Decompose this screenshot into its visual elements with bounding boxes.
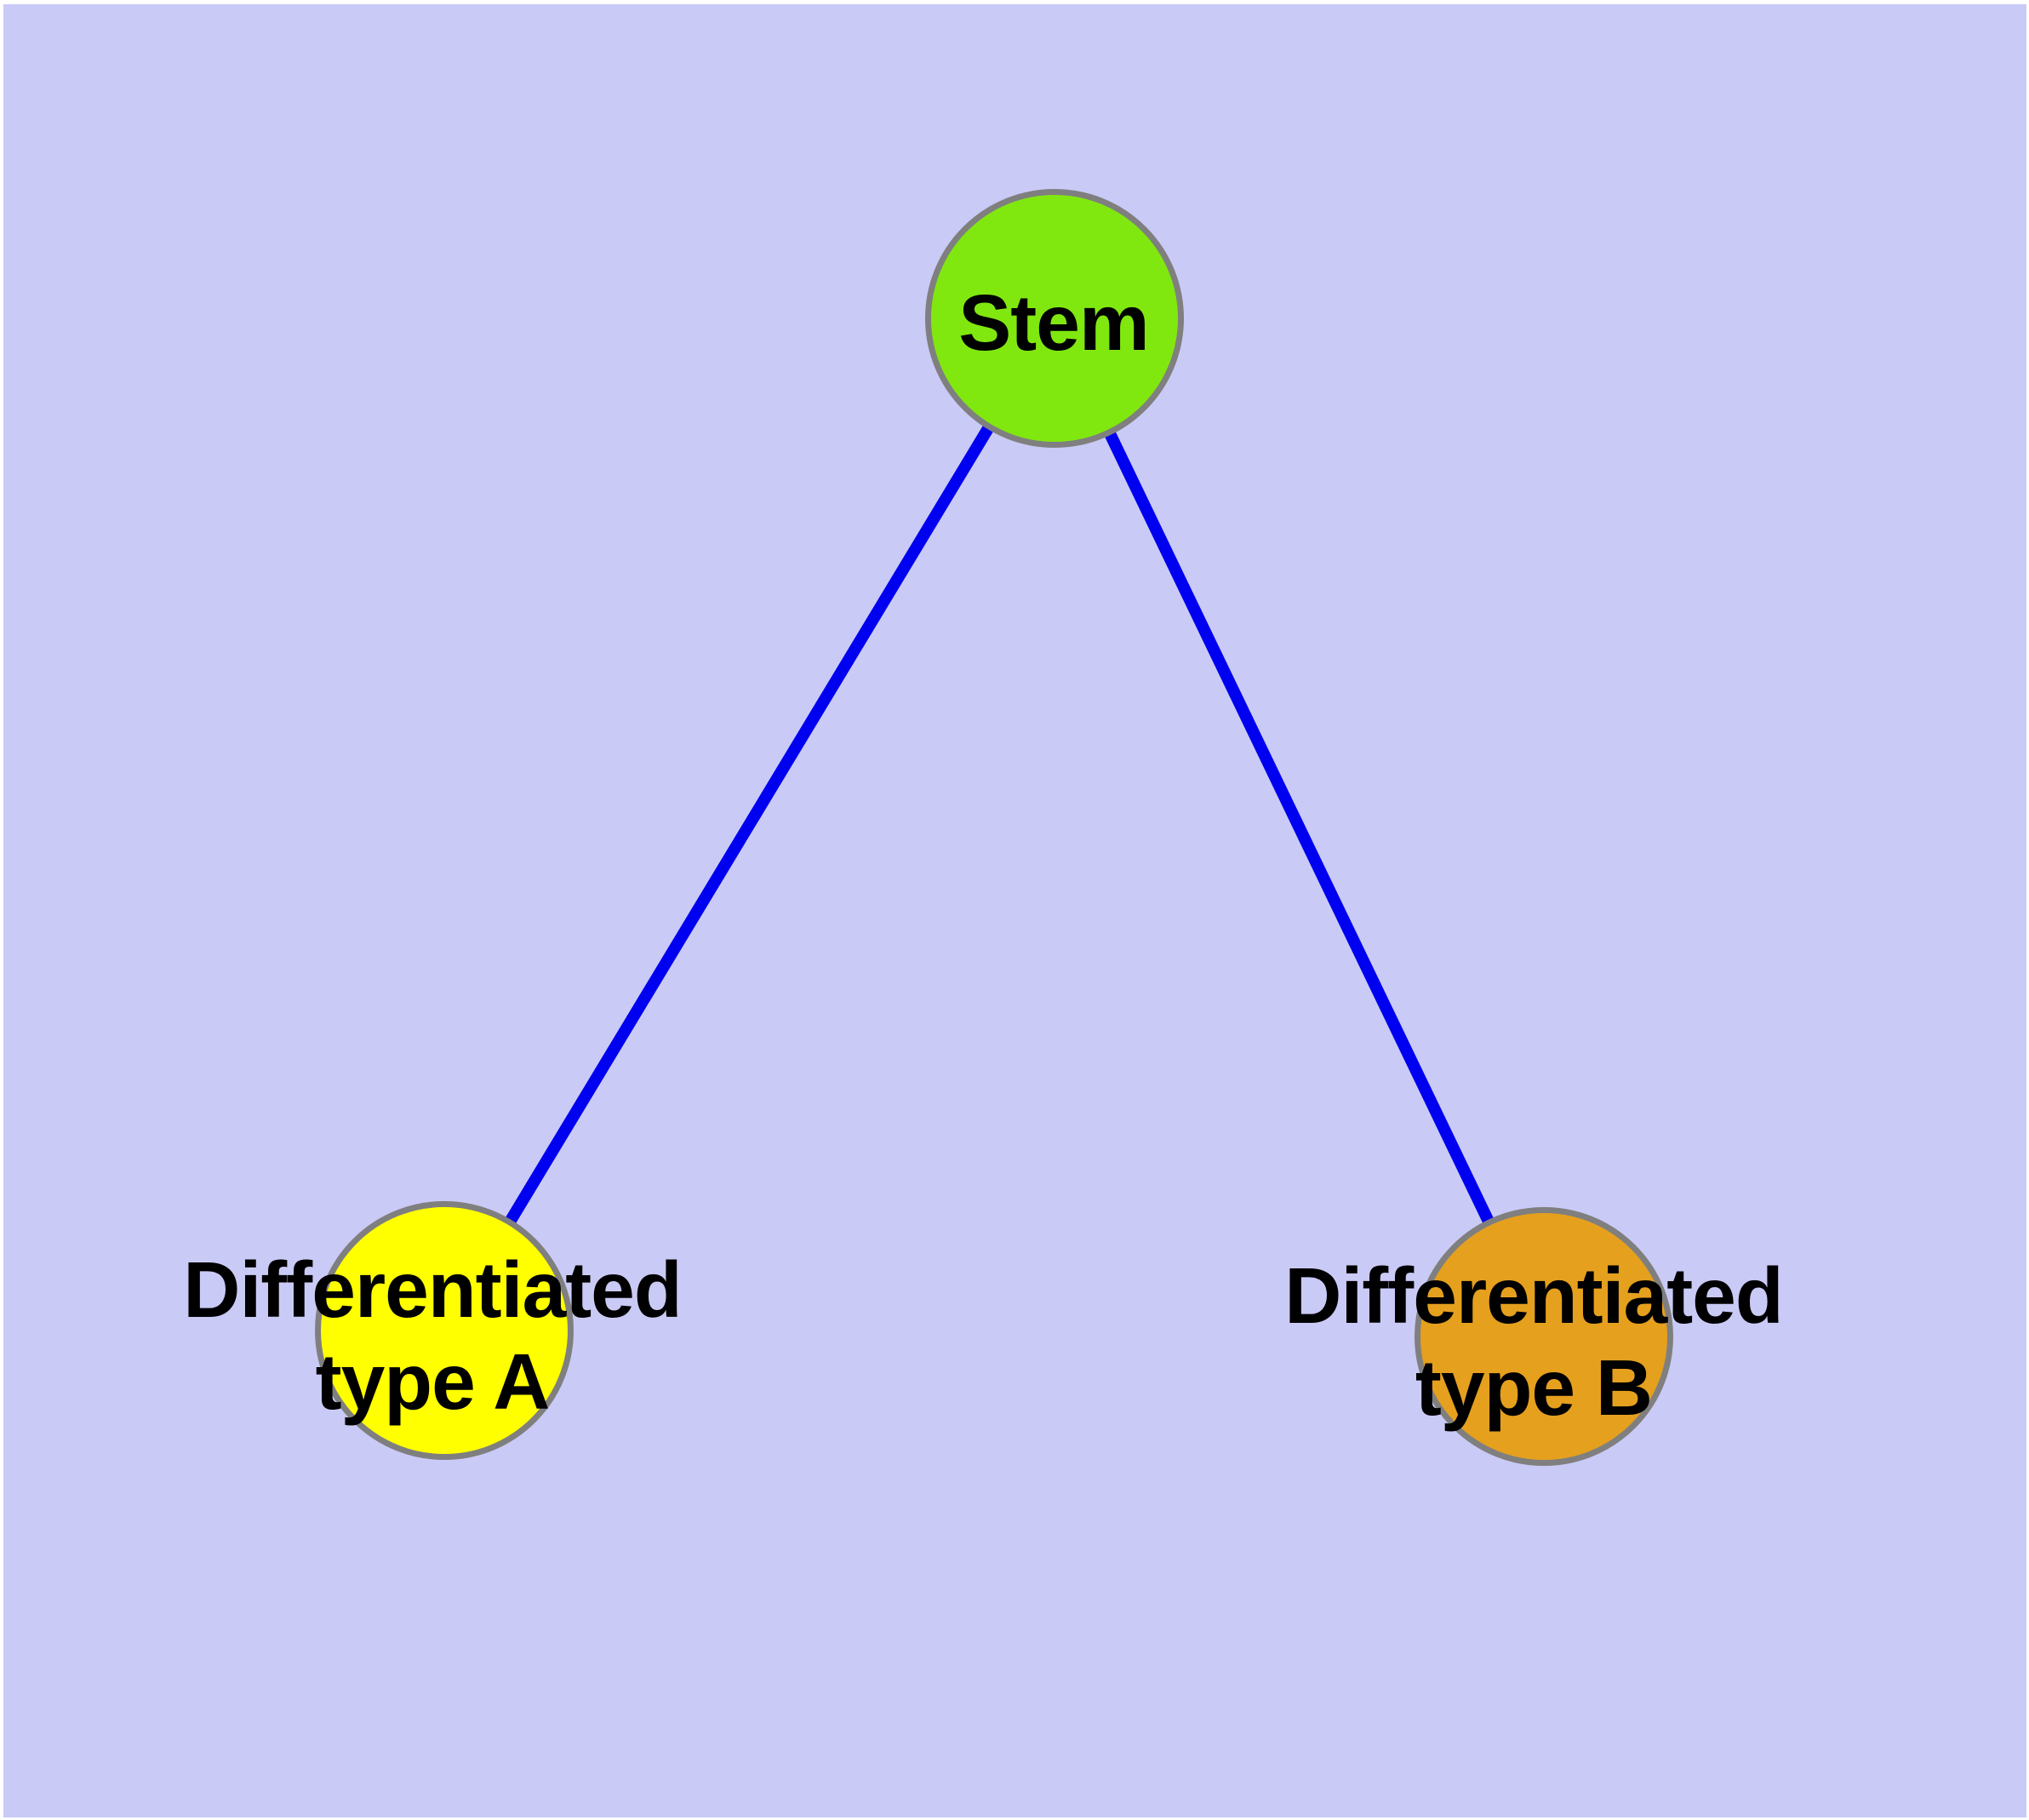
node-stem-circle (925, 189, 1184, 448)
edge-stem-to-type-a (439, 315, 1060, 1334)
node-type-a-label-line1: Differentiated (183, 1245, 681, 1334)
node-type-a-label-line2: type A (316, 1337, 550, 1426)
node-type-a-circle (315, 1201, 574, 1460)
edge-stem-to-type-b (1049, 315, 1550, 1340)
node-type-b-label-line1: Differentiated (1284, 1251, 1782, 1340)
node-stem-label: Stem (958, 278, 1148, 367)
node-type-b-circle (1415, 1207, 1673, 1466)
node-type-b-label-line2: type B (1415, 1343, 1652, 1432)
